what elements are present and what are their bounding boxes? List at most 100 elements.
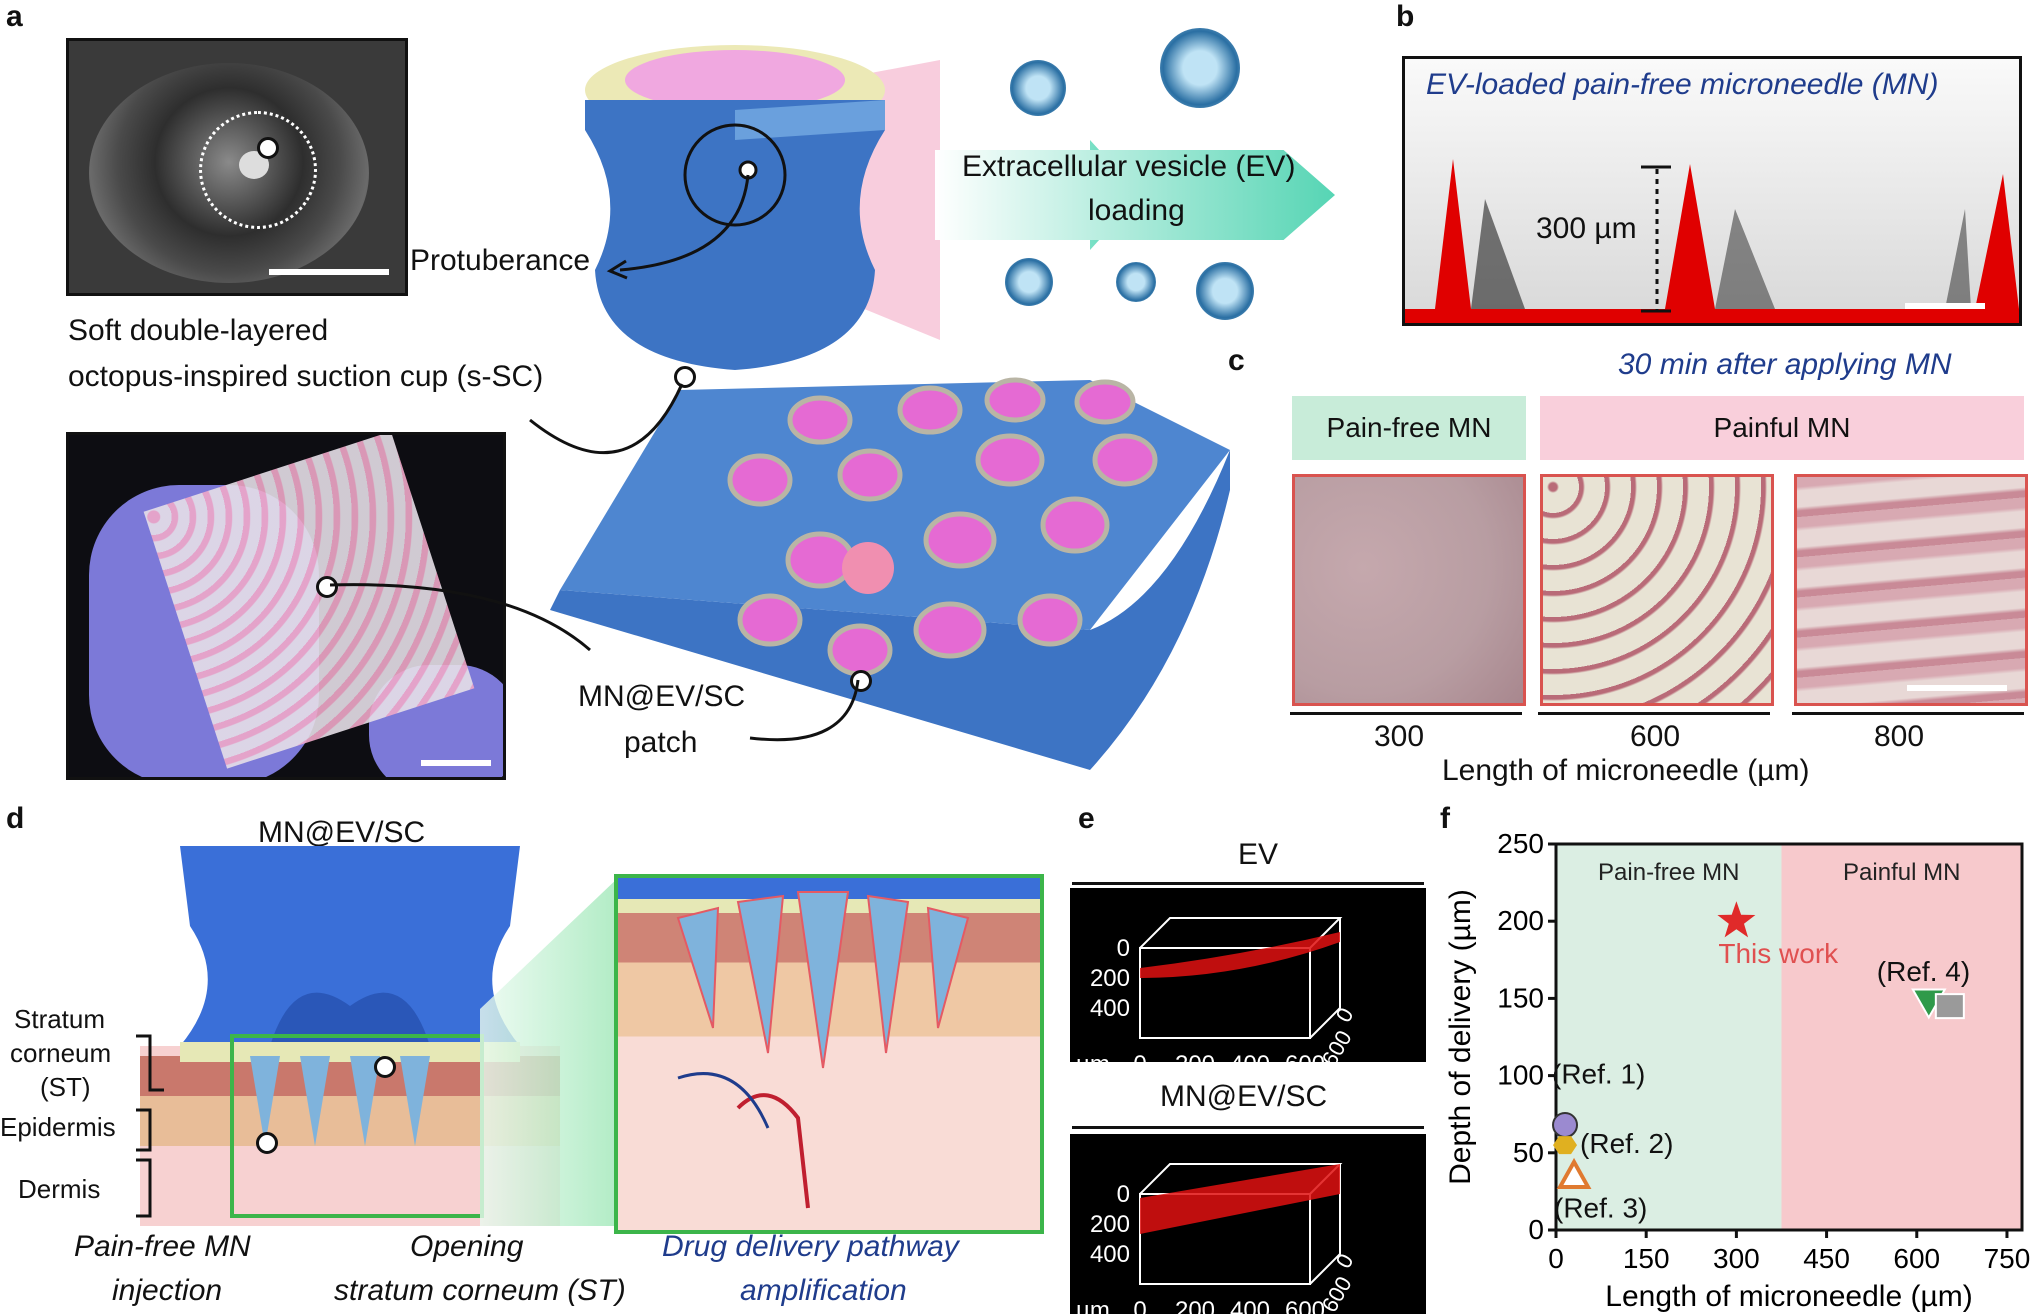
panel-label-d: d <box>6 802 25 835</box>
ev-icon <box>1196 262 1254 320</box>
x-tick-label: 0 <box>1548 1243 1564 1274</box>
patch-illustration-marker <box>674 366 696 388</box>
y-tick-label: 200 <box>1497 905 1544 936</box>
microneedle-image-title: EV-loaded pain-free microneedle (MN) <box>1426 68 1939 101</box>
confocal-unit: µm <box>1076 1297 1110 1314</box>
confocal-box-front <box>1139 947 1311 1039</box>
ev-3d-rule <box>1072 882 1424 885</box>
data-point-star <box>1717 901 1756 938</box>
skin-axis-label: Length of microneedle (µm) <box>1442 754 1810 787</box>
data-point-square <box>1934 993 1965 1020</box>
confocal-box-edges <box>1139 917 1343 1039</box>
skin-image-300 <box>1292 474 1526 706</box>
confocal-signal <box>1140 932 1340 978</box>
skin-cross-section <box>140 846 560 1226</box>
confocal-x-tick: 400 <box>1230 1051 1270 1078</box>
confocal-unit: µm <box>1076 1051 1110 1078</box>
confocal-z-tick: 0 <box>1331 1003 1359 1026</box>
pain-free-injection-caption-2: injection <box>112 1274 223 1307</box>
confocal-y-tick: 200 <box>1090 1211 1130 1238</box>
x-tick-label: 150 <box>1623 1243 1670 1274</box>
y-tick-label: 50 <box>1513 1137 1544 1168</box>
suction-cup-label-line2: octopus-inspired suction cup (s-SC) <box>68 360 544 393</box>
panel-label-c: c <box>1228 344 1245 377</box>
data-label: (Ref. 2) <box>1580 1128 1673 1159</box>
ev-loading-label-line2: loading <box>1088 194 1185 227</box>
ev-icon <box>1010 60 1066 116</box>
confocal-y-tick: 400 <box>1090 995 1130 1022</box>
chart-region-label: Painful MN <box>1843 859 1960 886</box>
ev-icon <box>1160 28 1240 108</box>
length-rule-600 <box>1538 712 1770 715</box>
arrow-to-protuberance <box>606 174 750 280</box>
skin-image-800 <box>1794 474 2028 706</box>
mnevsc-3d-rule <box>1072 1126 1424 1129</box>
x-tick-label: 300 <box>1713 1243 1760 1274</box>
patch-illustration <box>550 377 1230 770</box>
chart-frame <box>1554 842 2024 1232</box>
ev-icon <box>1116 262 1156 302</box>
suction-cup-illustration <box>585 45 940 370</box>
confocal-y-tick: 400 <box>1090 1241 1130 1268</box>
confocal-z-tick: 0 <box>1331 1249 1359 1272</box>
pain-free-band: Pain-free MN <box>1292 396 1526 460</box>
data-label: This work <box>1718 938 1839 969</box>
confocal-x-tick: 600 <box>1285 1297 1325 1314</box>
sem-dot-marker <box>257 137 279 159</box>
pathway-caption-2: amplification <box>740 1274 907 1307</box>
patch-photo <box>66 432 506 780</box>
ev-icon <box>1005 258 1053 306</box>
data-point-hexagon <box>1553 1136 1578 1155</box>
pathway-caption-1: Drug delivery pathway <box>662 1230 959 1263</box>
skin-image-600 <box>1540 474 1774 706</box>
microneedle-image <box>1402 56 2022 326</box>
length-label-300: 300 <box>1374 720 1425 753</box>
y-tick-label: 0 <box>1528 1214 1544 1245</box>
ev-loading-label-line1: Extracellular vesicle (EV) <box>962 150 1296 183</box>
stratum-label-3: (ST) <box>40 1072 91 1102</box>
confocal-x-tick: 0 <box>1133 1297 1146 1314</box>
data-point-circle <box>1552 1112 1579 1139</box>
data-point-triangle <box>1556 1157 1592 1189</box>
x-tick-label: 450 <box>1803 1243 1850 1274</box>
confocal-y-tick: 0 <box>1117 1181 1130 1208</box>
opening-st-caption-2: stratum corneum (ST) <box>334 1274 626 1307</box>
confocal-x-tick: 400 <box>1230 1297 1270 1314</box>
x-tick-label: 600 <box>1893 1243 1940 1274</box>
arrows-patch-labels <box>330 383 860 742</box>
y-tick-label: 100 <box>1497 1060 1544 1091</box>
patch-label-line2: patch <box>624 726 698 759</box>
length-rule-800 <box>1792 712 2024 715</box>
x-axis-label: Length of microneedle (µm) <box>1605 1280 1972 1313</box>
ev-3d-label: EV <box>1238 838 1279 871</box>
pain-free-injection-caption-1: Pain-free MN <box>74 1230 251 1263</box>
panel-label-a: a <box>6 0 23 33</box>
epidermis-label: Epidermis <box>0 1112 116 1142</box>
confocal-x-tick: 0 <box>1133 1051 1146 1078</box>
stratum-label-2: corneum <box>10 1038 112 1068</box>
dermis-label: Dermis <box>18 1174 101 1204</box>
suction-cup-label-line1: Soft double-layered <box>68 314 329 347</box>
length-rule-300 <box>1290 712 1522 715</box>
patch-photo-marker <box>316 576 338 598</box>
panel-label-e: e <box>1078 802 1095 835</box>
zoom-inset <box>614 874 1044 1234</box>
cross-section-title: MN@EV/SC <box>258 816 426 849</box>
data-label: (Ref. 3) <box>1554 1193 1647 1224</box>
data-label: (Ref. 4) <box>1877 956 1970 987</box>
stratum-label-1: Stratum <box>14 1004 106 1034</box>
skin-images-title: 30 min after applying MN <box>1618 348 1952 381</box>
panel-label-f: f <box>1440 802 1450 835</box>
opening-st-marker <box>374 1056 396 1078</box>
opening-st-caption-1: Opening <box>410 1230 524 1263</box>
y-axis-label: Depth of delivery (µm) <box>1444 889 1477 1185</box>
ev-loading-arrow-body <box>935 150 1335 240</box>
confocal-x-tick: 200 <box>1175 1051 1215 1078</box>
confocal-x-tick: 200 <box>1175 1297 1215 1314</box>
panel-label-b: b <box>1396 0 1415 33</box>
pain-free-injection-marker <box>256 1132 278 1154</box>
microneedle-height-label: 300 µm <box>1536 212 1637 245</box>
data-label: (Ref. 1) <box>1552 1058 1645 1089</box>
sem-image <box>66 38 408 296</box>
